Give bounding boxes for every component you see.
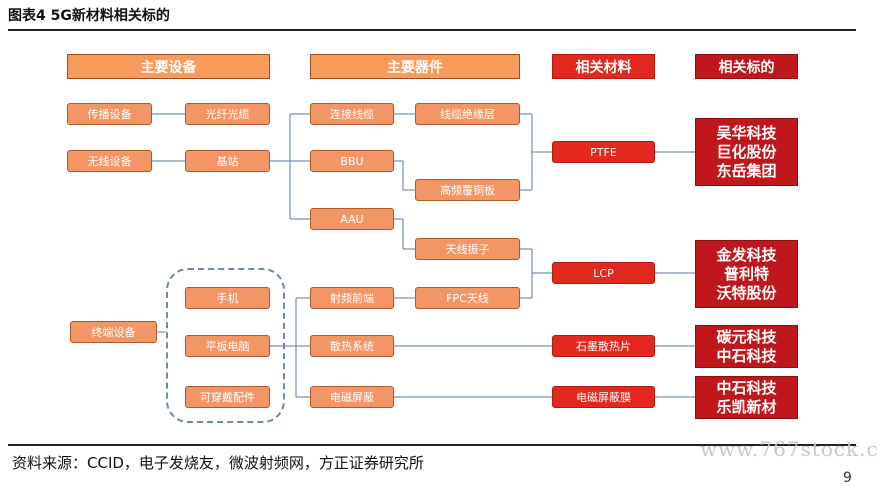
- material-lcp: LCP: [552, 262, 655, 284]
- node-propagation-equipment: 传播设备: [67, 103, 152, 125]
- node-base-station: 基站: [185, 150, 270, 172]
- material-ptfe: PTFE: [552, 141, 655, 163]
- material-emi-film: 电磁屏蔽膜: [552, 386, 655, 408]
- node-connector-cable: 连接线缆: [310, 103, 394, 125]
- node-fpc-antenna: FPC天线: [415, 287, 520, 309]
- source-note: 资料来源：CCID，电子发烧友，微波射频网，方正证券研究所: [12, 454, 424, 472]
- page-number: 9: [843, 470, 852, 486]
- node-terminal-equipment: 终端设备: [70, 321, 157, 343]
- target-company: 沃特股份: [716, 283, 777, 302]
- target-company: 金发科技: [716, 245, 777, 264]
- node-emi-shielding: 电磁屏蔽: [310, 386, 394, 408]
- figure-title: 图表4 5G新材料相关标的: [8, 8, 170, 24]
- node-thermal-system: 散热系统: [310, 335, 394, 357]
- node-wireless-equipment: 无线设备: [67, 150, 152, 172]
- target-company: 普利特: [723, 264, 769, 283]
- header-equipment: 主要设备: [67, 54, 270, 79]
- node-antenna-element: 天线振子: [415, 238, 520, 260]
- node-bbu: BBU: [310, 150, 394, 172]
- bottom-rule: [8, 444, 856, 446]
- node-phone: 手机: [185, 287, 270, 309]
- top-rule: [8, 29, 856, 31]
- target-company: 东岳集团: [716, 161, 777, 180]
- target-company: 巨化股份: [716, 142, 777, 161]
- node-hf-ccl: 高频覆铜板: [415, 179, 520, 201]
- header-targets: 相关标的: [695, 54, 798, 79]
- node-tablet: 平板电脑: [185, 335, 270, 357]
- material-graphite-sheet: 石墨散热片: [552, 335, 655, 357]
- node-wearable: 可穿戴配件: [185, 386, 270, 408]
- node-rf-frontend: 射频前端: [310, 287, 394, 309]
- node-aau: AAU: [310, 208, 394, 230]
- target-company: 中石科技: [716, 346, 777, 365]
- targets-emi-film: 中石科技 乐凯新材: [695, 376, 798, 419]
- node-optical-cable: 光纤光缆: [185, 103, 270, 125]
- node-cable-insulation: 线缆绝缘层: [415, 103, 520, 125]
- header-materials: 相关材料: [552, 54, 655, 79]
- target-company: 吴华科技: [716, 123, 777, 142]
- terminal-device-group: [166, 268, 285, 423]
- target-company: 碳元科技: [716, 327, 777, 346]
- target-company: 乐凯新材: [716, 397, 777, 416]
- targets-graphite: 碳元科技 中石科技: [695, 325, 798, 368]
- targets-lcp: 金发科技 普利特 沃特股份: [695, 240, 798, 308]
- watermark: www.767stock.c: [700, 437, 879, 461]
- header-components: 主要器件: [310, 54, 520, 79]
- target-company: 中石科技: [716, 378, 777, 397]
- targets-ptfe: 吴华科技 巨化股份 东岳集团: [695, 118, 798, 186]
